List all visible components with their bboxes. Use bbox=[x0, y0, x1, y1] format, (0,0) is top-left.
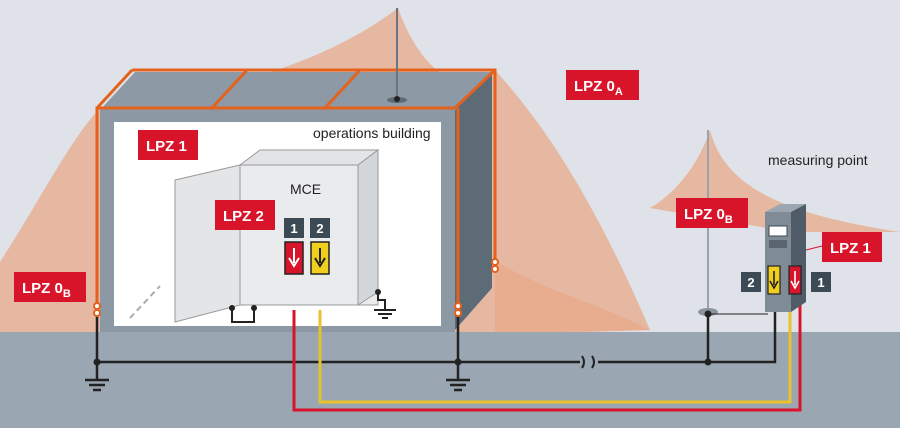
lpz1-building-label: LPZ 1 bbox=[138, 130, 198, 160]
meter-panel bbox=[769, 240, 787, 248]
protection-zone-tail bbox=[495, 260, 650, 335]
mce-cabinet-side bbox=[357, 149, 379, 306]
svg-text:LPZ 2: LPZ 2 bbox=[223, 208, 264, 225]
bond-point-right bbox=[375, 289, 381, 295]
mce-caption: MCE bbox=[290, 181, 321, 197]
building-roof bbox=[100, 72, 492, 110]
lpz1-measuring-leader bbox=[805, 245, 823, 251]
lpz0a-label: LPZ 0A bbox=[566, 70, 639, 100]
junction-right bbox=[454, 358, 462, 366]
spd-number-box-1 bbox=[284, 218, 304, 238]
bond-point-left bbox=[229, 305, 235, 311]
internal-bonding-right bbox=[377, 292, 386, 310]
mce-cabinet-back bbox=[239, 164, 379, 306]
internal-bonding-left bbox=[231, 308, 255, 323]
internal-earth-icon bbox=[374, 309, 396, 319]
rod-joint bbox=[394, 96, 400, 102]
earth-icon-left bbox=[85, 378, 109, 392]
test-joints bbox=[93, 258, 499, 317]
spd-number-2: 2 bbox=[316, 221, 323, 236]
meter-red-arrow-icon bbox=[790, 271, 800, 290]
bond-point-mid bbox=[251, 305, 257, 311]
air-termination-grid bbox=[95, 68, 497, 310]
lpz0b-left-label: LPZ 0B bbox=[14, 272, 86, 302]
earth-conductor-right bbox=[598, 312, 777, 364]
building-side-wall bbox=[455, 72, 492, 330]
svg-text:LPZ 0A: LPZ 0A bbox=[574, 78, 623, 98]
meter-cabinet-top bbox=[765, 204, 806, 212]
meter-yellow-arrow-icon bbox=[769, 271, 779, 290]
meter-number-1: 1 bbox=[817, 275, 824, 290]
spd-yellow-arrow-icon bbox=[314, 248, 326, 268]
lpz1-measuring-label: LPZ 1 bbox=[822, 232, 882, 262]
svg-text:LPZ 0B: LPZ 0B bbox=[684, 206, 733, 226]
mce-cabinet-door bbox=[174, 164, 241, 323]
junction-left bbox=[93, 358, 101, 366]
cable-break-icon bbox=[581, 355, 595, 369]
lpz0b-right-label: LPZ 0B bbox=[676, 198, 748, 228]
measuring-point-caption: measuring point bbox=[768, 152, 868, 168]
spd-number-1: 1 bbox=[290, 221, 297, 236]
mce-cabinet-top bbox=[238, 149, 380, 166]
svg-text:LPZ 0B: LPZ 0B bbox=[22, 280, 71, 300]
meter-number-2: 2 bbox=[747, 275, 754, 290]
building-dashed-edge bbox=[129, 285, 161, 319]
meter-number-box-2 bbox=[741, 272, 761, 292]
meter-display bbox=[768, 225, 788, 237]
lpz2-label: LPZ 2 bbox=[215, 200, 275, 230]
svg-text:LPZ 1: LPZ 1 bbox=[830, 240, 871, 257]
earth-icon-right bbox=[446, 378, 470, 392]
meter-cabinet-side bbox=[791, 204, 806, 312]
junction-mast bbox=[704, 358, 712, 366]
svg-text:LPZ 1: LPZ 1 bbox=[146, 138, 187, 155]
spd-number-box-2 bbox=[310, 218, 330, 238]
operations-building-caption: operations building bbox=[313, 125, 431, 141]
spd-red-arrow-icon bbox=[288, 248, 300, 268]
meter-number-box-1 bbox=[811, 272, 831, 292]
